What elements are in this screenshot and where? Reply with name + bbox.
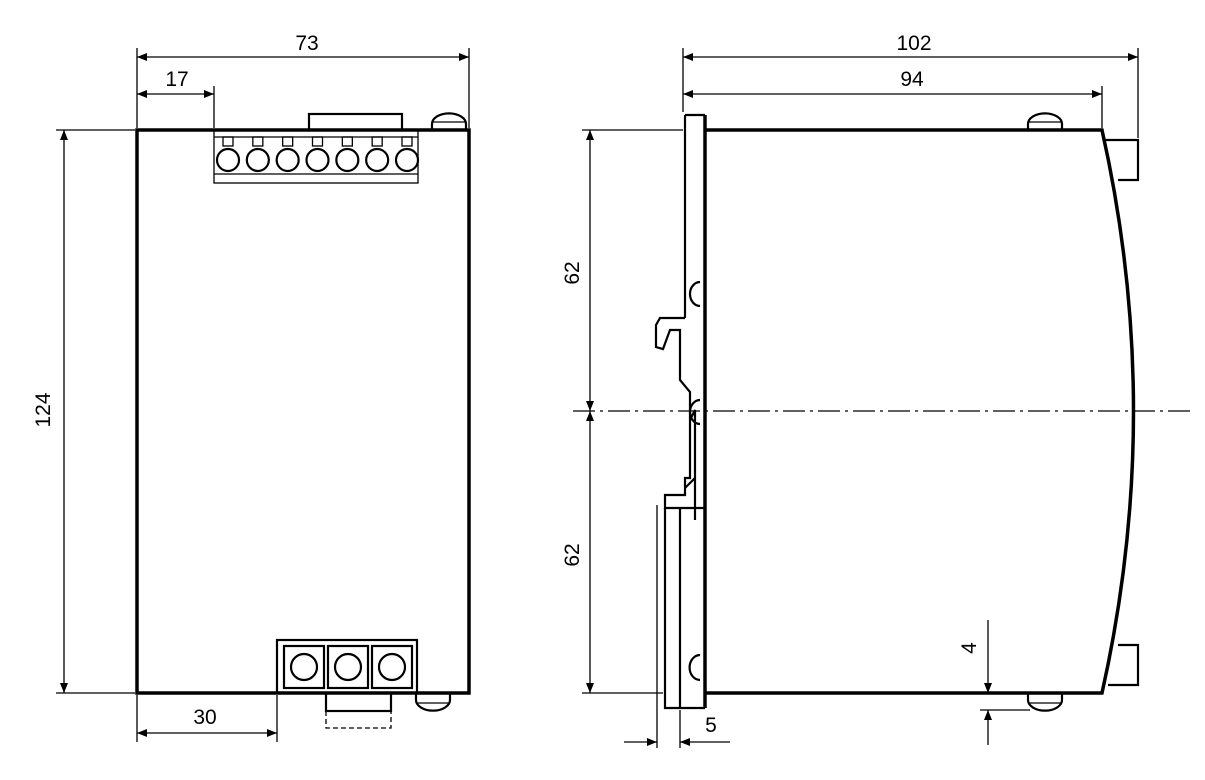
power-terminal — [282, 644, 326, 690]
dimension-upper-half: 62 62 — [561, 129, 683, 694]
dim-label-73: 73 — [295, 32, 318, 55]
dimension-width: 73 — [136, 32, 470, 128]
dim-label-94: 94 — [900, 68, 924, 91]
terminal-screw — [305, 136, 330, 173]
terminal-screw — [335, 136, 360, 173]
clip-bottom — [1108, 643, 1140, 687]
screw-icon — [1026, 693, 1064, 712]
dim-label-62-lower: 62 — [561, 543, 584, 566]
clip-top — [1104, 138, 1140, 182]
screw-icon — [414, 693, 452, 712]
dim-label-17: 17 — [165, 68, 188, 91]
front-panel — [663, 508, 705, 710]
dim-label-102: 102 — [896, 32, 931, 55]
din-rail-latch — [654, 113, 705, 510]
terminal-screw — [215, 136, 241, 173]
dim-label-62-upper: 62 — [561, 261, 584, 284]
screw-icon — [1026, 112, 1064, 130]
top-tab — [307, 112, 404, 132]
side-view: 102 94 62 62 4 5 — [561, 32, 1190, 748]
front-view: 73 17 124 30 — [32, 32, 471, 742]
dim-label-124: 124 — [32, 392, 55, 427]
power-terminal — [326, 644, 370, 690]
dim-label-4: 4 — [958, 642, 981, 654]
dim-label-5: 5 — [705, 714, 717, 737]
dimension-depth-body: 94 — [683, 68, 1103, 128]
top-terminal-block — [213, 129, 420, 184]
dimension-terminal-offset: 17 — [137, 68, 215, 128]
bottom-terminal-block — [275, 638, 419, 695]
dimension-depth-total: 102 — [682, 32, 1139, 138]
terminal-screw — [245, 136, 270, 173]
terminal-screw — [365, 136, 390, 173]
terminal-screw — [275, 136, 300, 173]
din-clip — [324, 691, 393, 729]
dimension-screw-offset: 4 — [958, 620, 1030, 745]
terminal-screw — [394, 136, 420, 173]
screw-icon — [430, 112, 468, 130]
dimension-rail-offset: 5 — [624, 710, 730, 748]
dimension-height: 124 — [32, 129, 135, 694]
screw-heads — [688, 280, 701, 682]
front-housing — [135, 128, 471, 695]
power-terminal — [370, 644, 414, 690]
dim-label-30: 30 — [193, 706, 216, 729]
dimension-bottom-offset: 30 — [136, 695, 278, 742]
